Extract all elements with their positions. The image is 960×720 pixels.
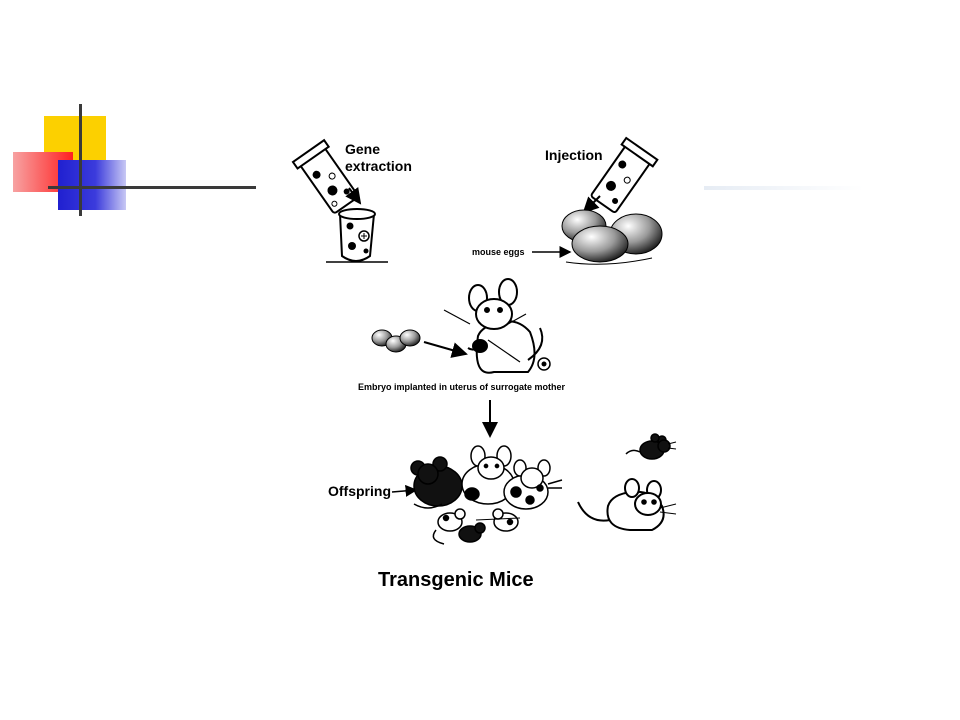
receiving-tube-icon: [326, 208, 388, 263]
injection-arrow-icon: [582, 195, 601, 214]
white-mouse-icon: [577, 478, 677, 531]
decor-blue-square: [58, 160, 126, 210]
mouse-eggs-label: mouse eggs: [472, 247, 525, 257]
syringe-tube-icon: [590, 136, 659, 214]
decor-horizontal-line: [48, 186, 256, 189]
implant-arrow-icon: [423, 341, 468, 358]
mouse-eggs-icon: [561, 209, 663, 265]
surrogate-mother-mouse-icon: [443, 278, 544, 374]
decor-vertical-line: [79, 104, 82, 216]
offspring-group-icon: [410, 445, 563, 545]
embryo-label: Embryo implanted in uterus of surrogate …: [358, 382, 566, 392]
gene-label-line1: Gene: [345, 141, 380, 157]
sun-ornament-icon: [537, 357, 551, 371]
embryo-eggs-icon: [371, 329, 421, 353]
gene-label-line2: extraction: [345, 158, 412, 174]
offspring-arrow-icon: [391, 484, 418, 497]
decor-fade-line: [704, 186, 864, 190]
injection-label: Injection: [545, 147, 603, 163]
pouring-tube-icon: [291, 138, 359, 214]
gene-arrow-icon: [345, 186, 362, 205]
small-black-mouse-icon: [625, 433, 677, 460]
diagram-title: Transgenic Mice: [378, 569, 534, 591]
offspring-label: Offspring: [328, 483, 391, 499]
